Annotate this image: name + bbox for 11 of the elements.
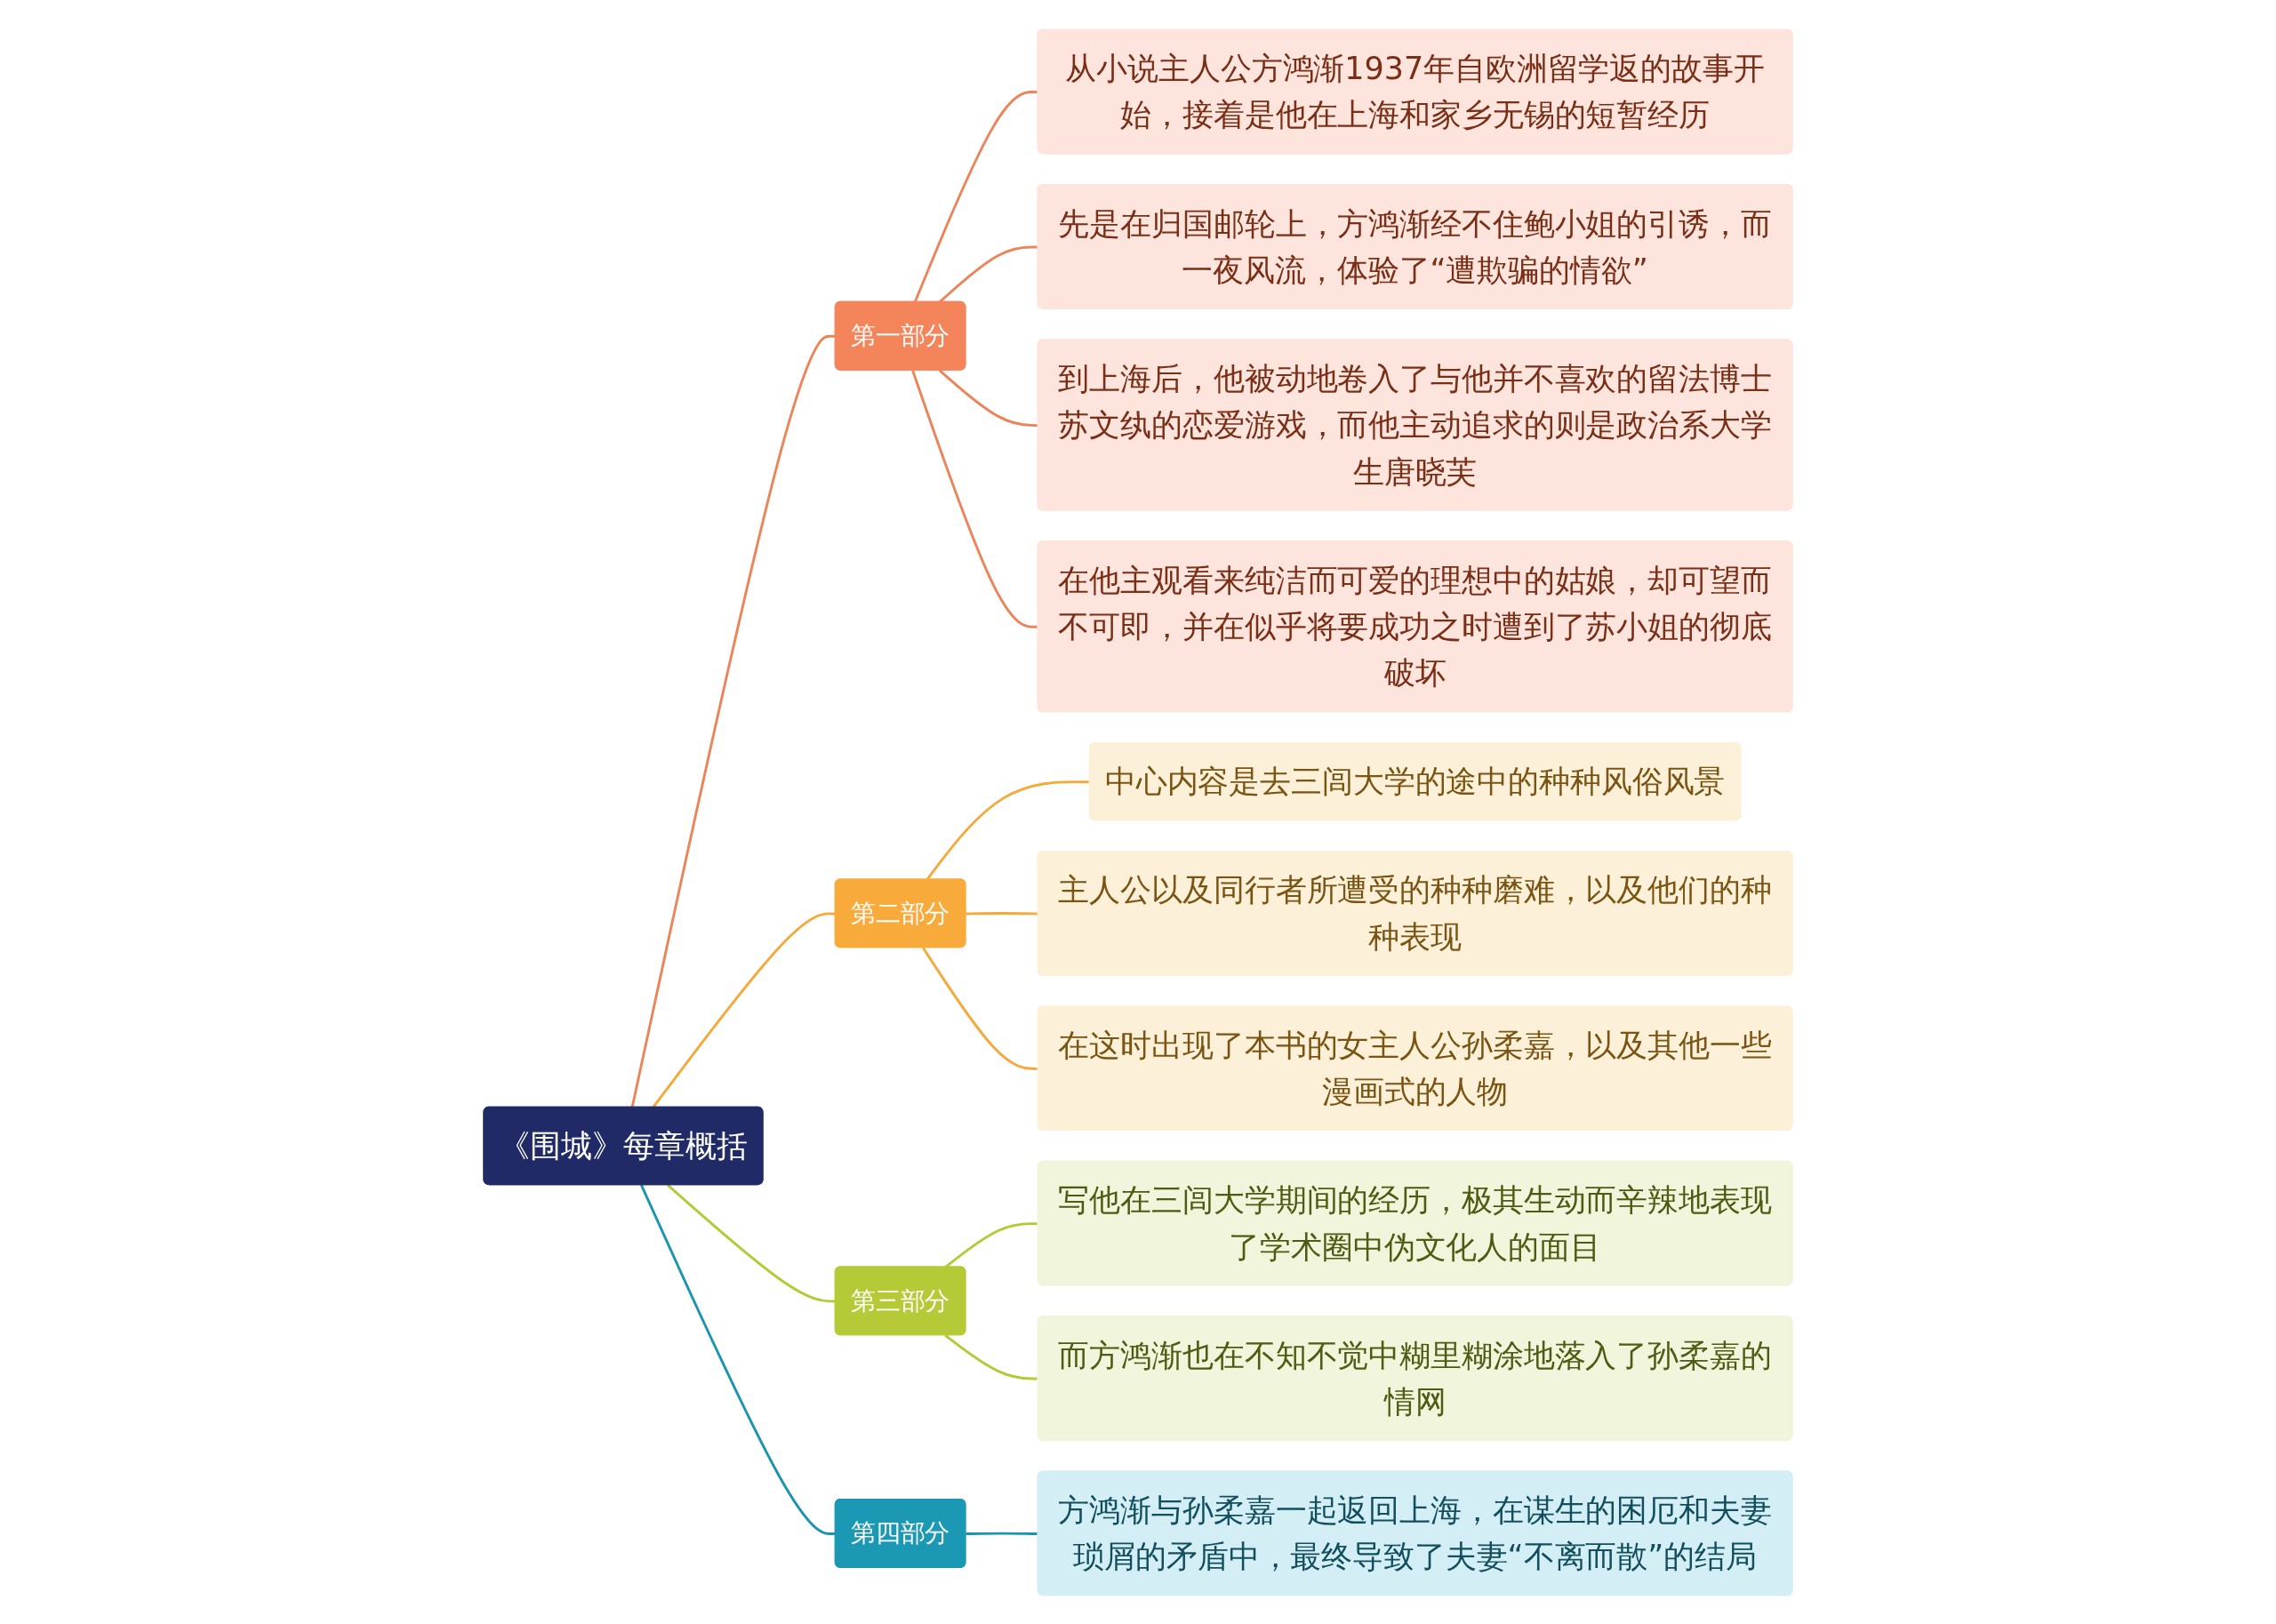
connector [913,90,1038,302]
connector [966,1532,1038,1535]
connector [922,947,1038,1070]
connector [640,1184,836,1535]
connector [911,369,1038,628]
connector [667,1183,836,1302]
connector [926,780,1090,880]
connector [966,911,1038,915]
connector [938,369,1038,427]
connector [630,334,836,1108]
connector [944,1333,1038,1380]
